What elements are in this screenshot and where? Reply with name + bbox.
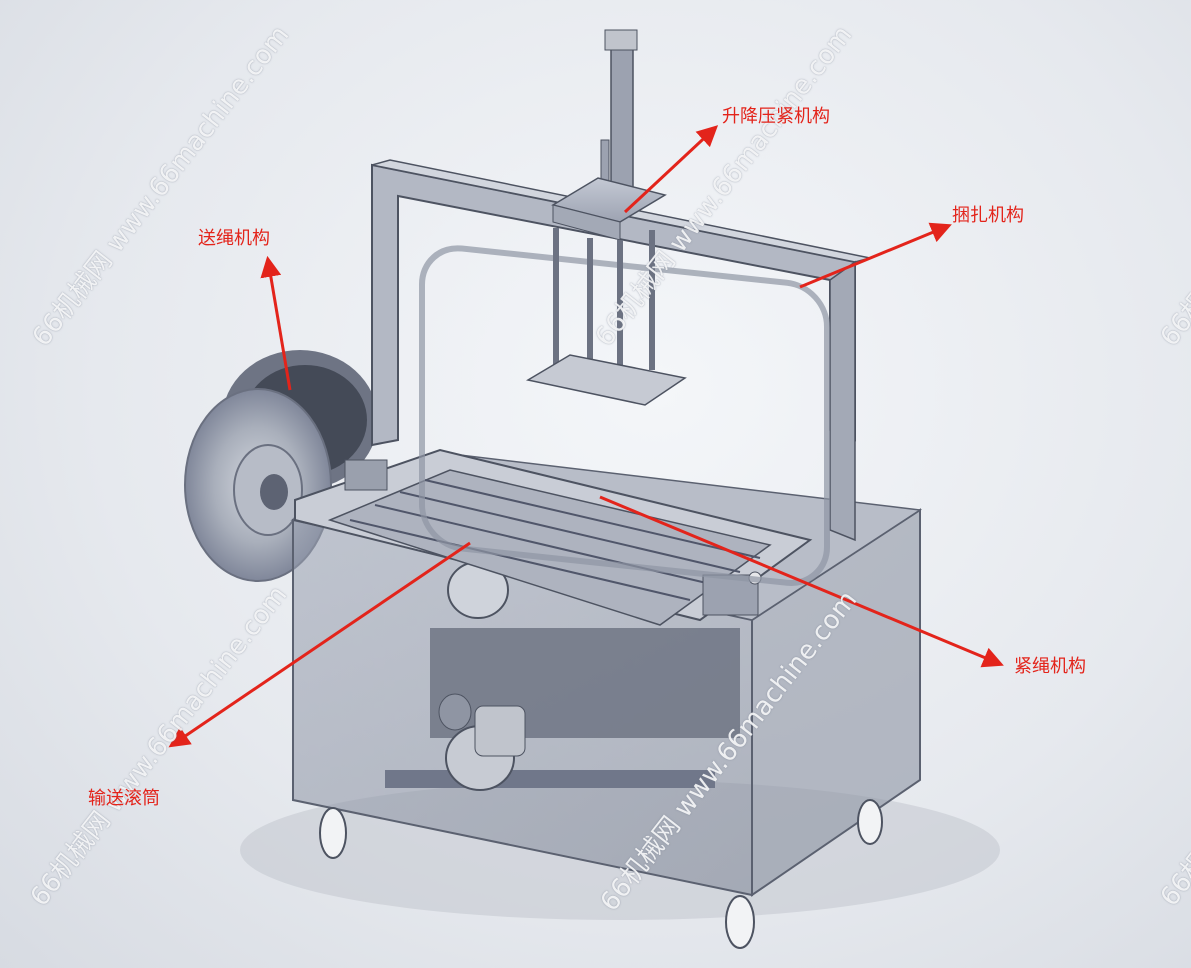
label-rope-tighten: 紧绳机构 bbox=[1014, 656, 1086, 677]
arrow-roller bbox=[168, 541, 471, 748]
label-lift-press: 升降压紧机构 bbox=[722, 106, 830, 127]
arrow-bundle bbox=[799, 222, 952, 289]
label-bundling: 捆扎机构 bbox=[952, 205, 1024, 226]
label-conveyor-roller: 输送滚筒 bbox=[88, 788, 160, 809]
arrow-lift bbox=[623, 125, 719, 214]
label-rope-feed: 送绳机构 bbox=[198, 228, 270, 249]
arrow-tight bbox=[599, 495, 1004, 668]
arrow-icon bbox=[168, 125, 1004, 748]
caster-wheel-icon bbox=[319, 799, 883, 949]
lift-press-mechanism bbox=[525, 29, 687, 406]
arrow-feed bbox=[260, 255, 292, 391]
